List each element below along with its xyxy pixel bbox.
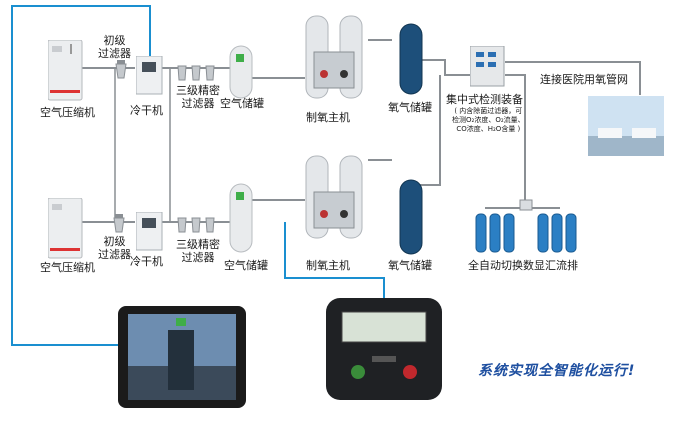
oxygen-generator-top <box>305 15 363 99</box>
air-compressor-top <box>48 40 83 101</box>
fine-filters-bottom <box>177 217 215 233</box>
control-tablet <box>118 306 246 408</box>
oxygen-generator-bottom <box>305 155 363 239</box>
hospital-label: 连接医院用氧管网 <box>540 73 628 86</box>
airtank-top-label: 空气储罐 <box>220 97 264 110</box>
control-line-panel <box>284 222 385 300</box>
dryer-bottom <box>136 212 163 251</box>
slogan: 系统实现全智能化运行! <box>478 363 636 379</box>
oxygen-tank-bottom <box>399 179 423 255</box>
monitor-title: 集中式检测装备 <box>446 93 523 106</box>
control-panel <box>326 298 442 400</box>
prefilter-top-label: 初级 过滤器 <box>98 34 131 60</box>
dryer-top-label: 冷干机 <box>130 104 163 117</box>
control-line-tablet <box>11 5 151 346</box>
finefilter-bottom-label: 三级精密 过滤器 <box>176 238 220 264</box>
oxytank-bottom-label: 氧气储罐 <box>388 259 432 272</box>
finefilter-top-label: 三级精密 过滤器 <box>176 84 220 110</box>
monitoring-box <box>470 46 505 87</box>
manifold-label: 全自动切换数显汇流排 <box>468 259 578 272</box>
prefilter-bottom <box>113 214 125 233</box>
air-tank-top <box>229 45 253 99</box>
prefilter-bottom-label: 初级 过滤器 <box>98 235 131 261</box>
fine-filters-top <box>177 65 215 81</box>
oxygen-tank-top <box>399 23 423 95</box>
dryer-top <box>136 56 163 95</box>
airtank-bottom-label: 空气储罐 <box>224 259 268 272</box>
hospital-ward-image <box>588 96 664 156</box>
compressor-top-label: 空气压缩机 <box>40 106 95 119</box>
air-tank-bottom <box>229 183 253 253</box>
monitor-description: ( 内含除菌过滤器，可 检测O₂浓度、O₂流量、 CO浓度、H₂O含量 ) <box>452 107 525 133</box>
prefilter-top <box>115 60 127 79</box>
oxytank-top-label: 氧气储罐 <box>388 101 432 114</box>
cylinder-manifold <box>475 199 577 253</box>
generator-top-label: 制氧主机 <box>306 111 350 124</box>
generator-bottom-label: 制氧主机 <box>306 259 350 272</box>
air-compressor-bottom <box>48 198 83 259</box>
compressor-bottom-label: 空气压缩机 <box>40 261 95 274</box>
dryer-bottom-label: 冷干机 <box>130 255 163 268</box>
